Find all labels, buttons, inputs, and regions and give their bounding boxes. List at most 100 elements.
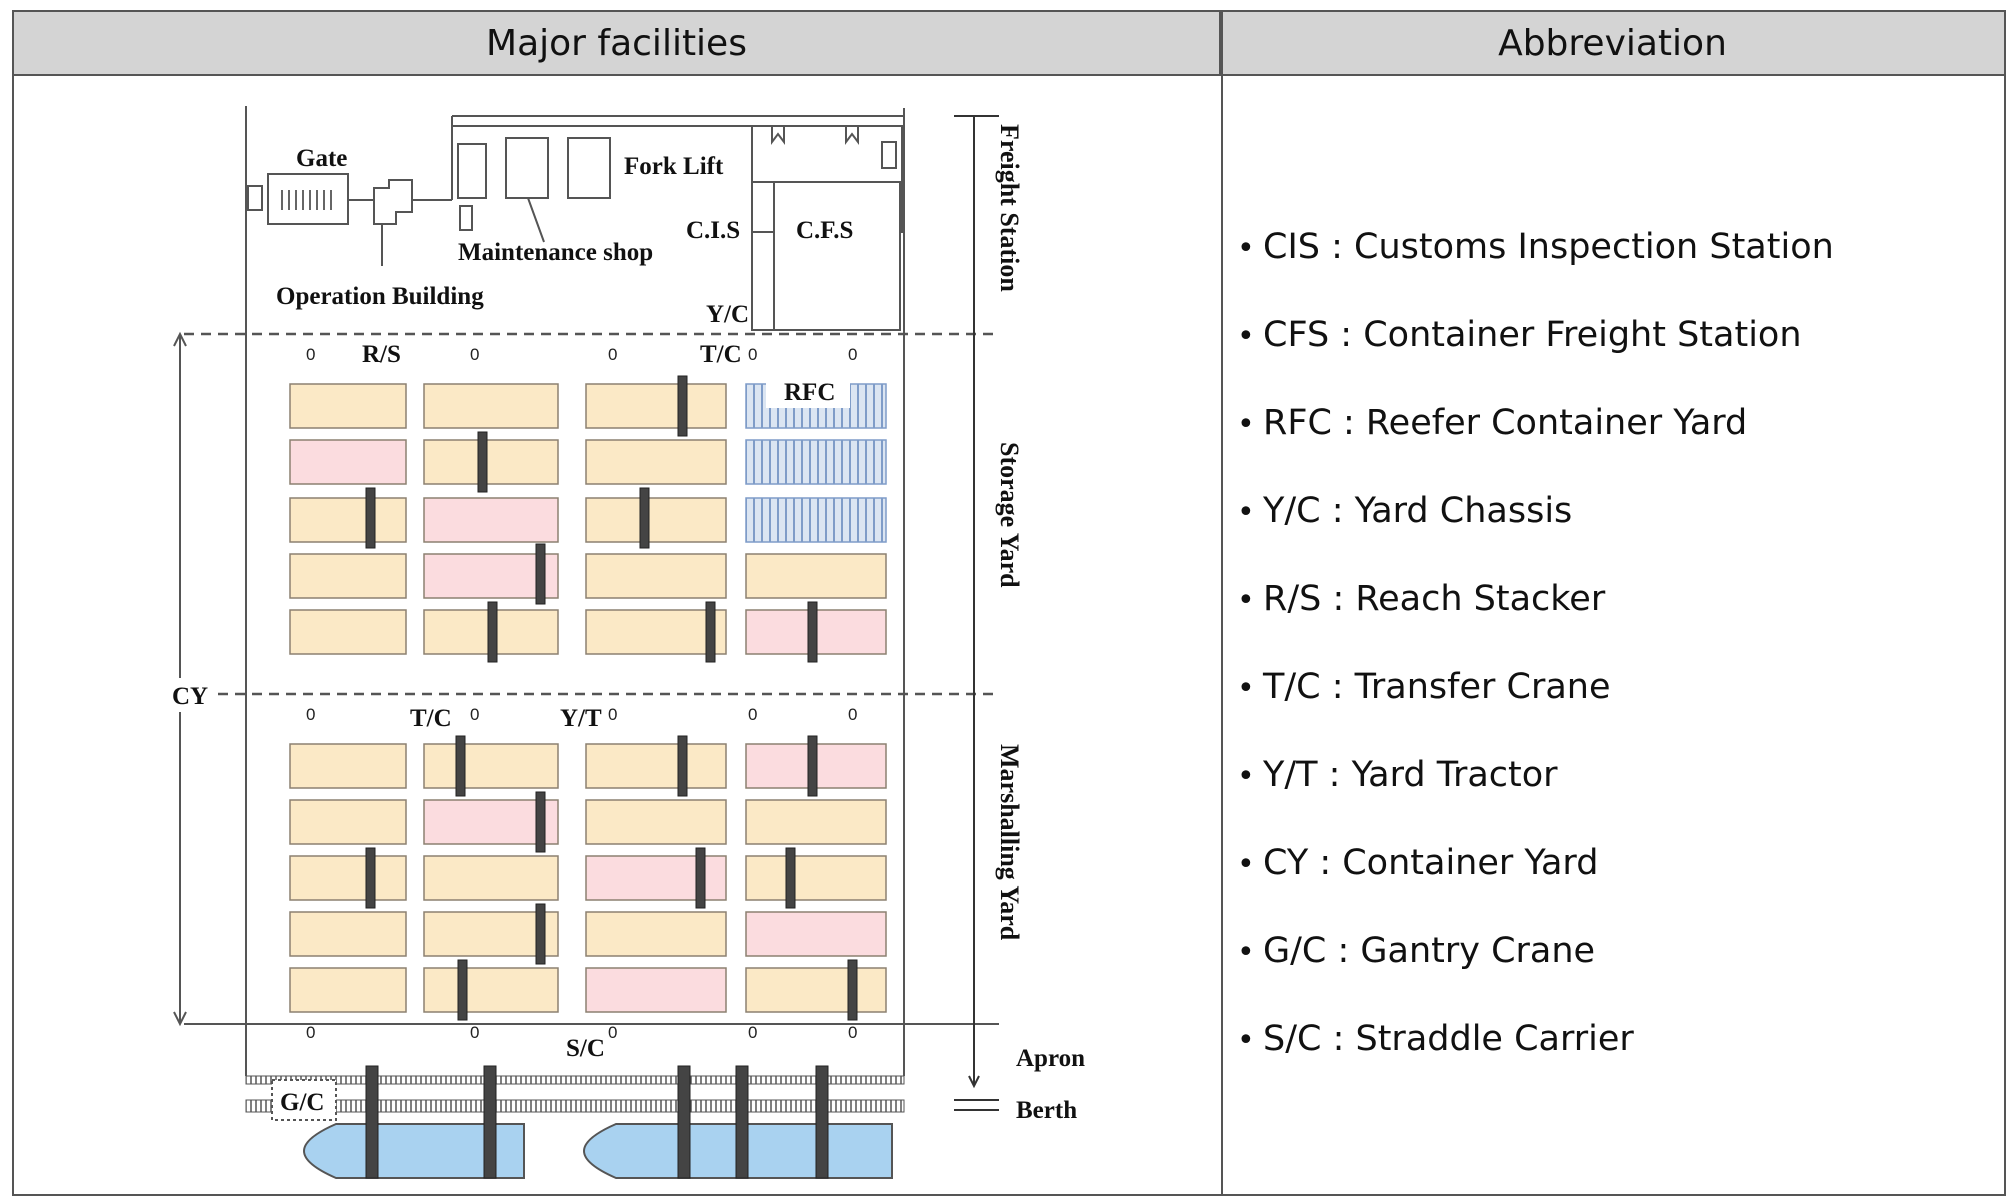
container-block — [289, 553, 407, 599]
abbreviation-text: S/C : Straddle Carrier — [1263, 1019, 1634, 1059]
yard-marker-zero: 0 — [608, 345, 617, 364]
transfer-crane-icon — [807, 735, 818, 797]
maintenance-bay — [457, 143, 487, 199]
container-block — [423, 967, 559, 1013]
abbreviation-item: •CY : Container Yard — [1237, 833, 1834, 921]
abbreviation-item: •T/C : Transfer Crane — [1237, 657, 1834, 745]
cfs-label: C.F.S — [796, 217, 853, 244]
maintenance-shop-icon — [505, 137, 549, 199]
transfer-crane-icon — [535, 903, 546, 965]
transfer-crane-label-mid: T/C — [410, 705, 452, 732]
ship-left — [302, 1123, 525, 1179]
gantry-crane-icon — [483, 1065, 497, 1179]
container-block — [289, 855, 407, 901]
berth-label: Berth — [1016, 1097, 1077, 1124]
yard-marker-zero: 0 — [306, 345, 315, 364]
berth-quay: G/C — [245, 1075, 905, 1121]
yard-marker-zero: 0 — [306, 705, 315, 724]
container-block — [423, 743, 559, 789]
container-block — [289, 439, 407, 485]
maintenance-shop-label: Maintenance shop — [458, 239, 653, 266]
abbreviation-item: •S/C : Straddle Carrier — [1237, 1009, 1834, 1097]
header-abbreviation: Abbreviation — [1221, 12, 2004, 76]
yard-marker-zero: 0 — [470, 1023, 479, 1042]
abbreviation-text: RFC : Reefer Container Yard — [1263, 403, 1748, 443]
container-block — [289, 799, 407, 845]
yard-chassis-label: Y/C — [706, 301, 749, 328]
yard-marker-zero: 0 — [848, 345, 857, 364]
cy-dimension: CY — [164, 331, 214, 1027]
container-block — [289, 609, 407, 655]
yard-marker-zero: 0 — [470, 705, 479, 724]
abbreviation-item: •G/C : Gantry Crane — [1237, 921, 1834, 1009]
abbreviation-text: Y/T : Yard Tractor — [1263, 755, 1558, 795]
transfer-crane-icon — [487, 601, 498, 663]
gantry-crane-icon — [677, 1065, 691, 1179]
zone-dimensions: Freight Station Storage Yard Marshalling… — [954, 115, 1085, 1124]
container-block — [423, 439, 559, 485]
gate-post — [247, 185, 263, 211]
abbreviation-text: T/C : Transfer Crane — [1263, 667, 1611, 707]
facilities-table: Major facilities Abbreviation — [12, 10, 2006, 1196]
transfer-crane-icon — [365, 847, 376, 909]
container-block — [289, 967, 407, 1013]
fork-lift-label: Fork Lift — [624, 153, 724, 180]
rfc-label: RFC — [784, 379, 835, 406]
transfer-crane-icon — [535, 543, 546, 605]
operation-building-label: Operation Building — [276, 283, 484, 310]
container-block — [423, 855, 559, 901]
container-block — [289, 383, 407, 429]
transfer-crane-icon — [535, 791, 546, 853]
bullet-icon: • — [1237, 935, 1255, 970]
bullet-icon: • — [1237, 759, 1255, 794]
apron-label: Apron — [1016, 1045, 1085, 1072]
cfs-building — [773, 181, 901, 331]
container-block — [745, 967, 887, 1013]
bullet-icon: • — [1237, 407, 1255, 442]
column-divider — [1221, 12, 1223, 1194]
transfer-crane-icon — [677, 735, 688, 797]
transfer-crane-icon — [695, 847, 706, 909]
container-block — [585, 799, 727, 845]
bullet-icon: • — [1237, 1023, 1255, 1058]
yard-marker-zero: 0 — [608, 1023, 617, 1042]
abbreviation-text: CY : Container Yard — [1263, 843, 1599, 883]
abbreviation-text: G/C : Gantry Crane — [1263, 931, 1596, 971]
container-block — [745, 855, 887, 901]
operation-building-icon — [373, 179, 413, 225]
cis-building — [751, 181, 775, 331]
gate-booth — [267, 173, 349, 225]
reefer-container-block — [745, 439, 887, 485]
yard-marker-zero: 0 — [848, 705, 857, 724]
container-block — [745, 911, 887, 957]
yard-marker-zero: 0 — [748, 345, 757, 364]
gate-label: Gate — [296, 145, 347, 172]
transfer-crane-icon — [705, 601, 716, 663]
transfer-crane-label-top: T/C — [700, 341, 742, 368]
container-block — [585, 553, 727, 599]
abbreviation-item: •R/S : Reach Stacker — [1237, 569, 1834, 657]
container-block — [585, 383, 727, 429]
yard-marker-zero: 0 — [608, 705, 617, 724]
gantry-crane-icon — [735, 1065, 749, 1179]
straddle-carrier-label: S/C — [566, 1035, 605, 1062]
yard-marker-zero: 0 — [470, 345, 479, 364]
transfer-crane-icon — [677, 375, 688, 437]
yard-marker-zero: 0 — [306, 1023, 315, 1042]
cy-label: CY — [172, 683, 208, 710]
abbreviation-text: CIS : Customs Inspection Station — [1263, 227, 1834, 267]
cis-label: C.I.S — [686, 217, 740, 244]
container-block — [745, 553, 887, 599]
yard-marker-zero: 0 — [748, 705, 757, 724]
terminal-layout-svg: Gate Fork Lift Maintenance shop C.I.S C.… — [164, 106, 1085, 1179]
gantry-crane-icon — [365, 1065, 379, 1179]
gantry-crane-label: G/C — [280, 1089, 324, 1116]
yard-tractor-label: Y/T — [560, 705, 602, 732]
transfer-crane-icon — [457, 959, 468, 1021]
gantry-crane-icon — [815, 1065, 829, 1179]
zone-storage-yard: Storage Yard — [995, 442, 1024, 588]
container-block — [585, 911, 727, 957]
zone-freight-station: Freight Station — [995, 124, 1024, 292]
container-block — [585, 609, 727, 655]
